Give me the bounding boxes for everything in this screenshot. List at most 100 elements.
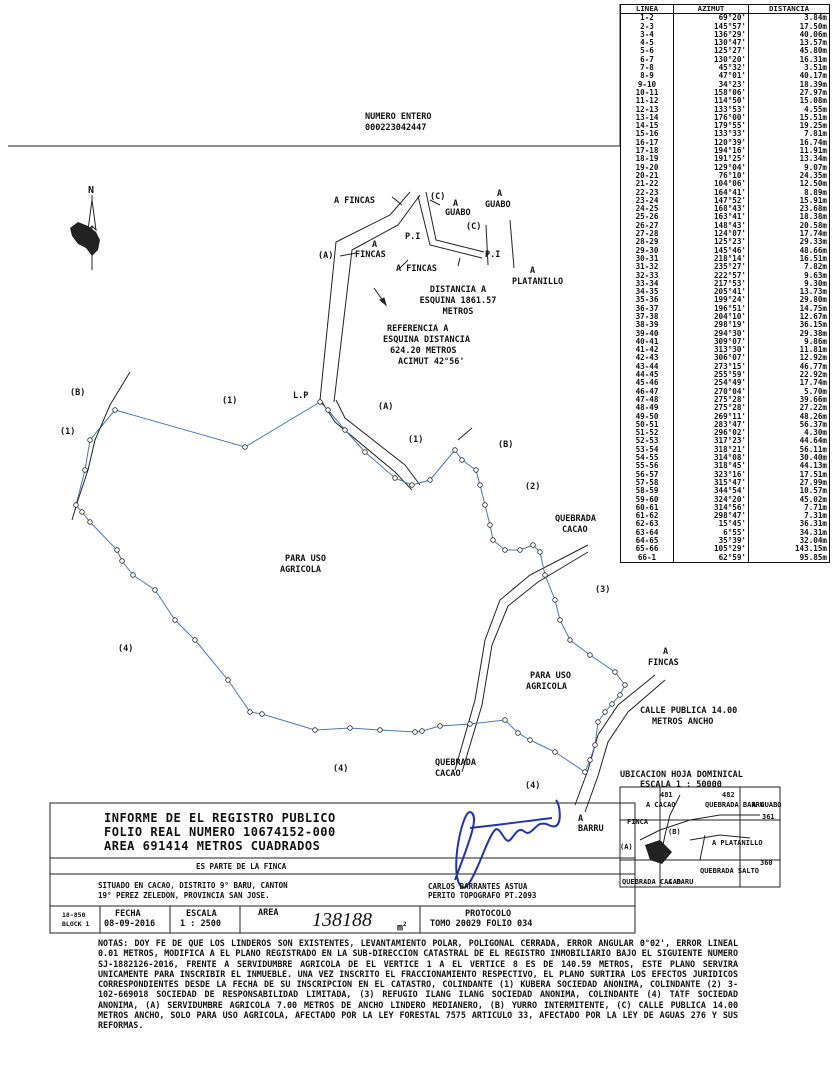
label-a-fincas-top: A FINCAS bbox=[334, 196, 375, 206]
cell-distancia: 15.91m bbox=[748, 196, 830, 206]
vertex-marker bbox=[130, 572, 136, 578]
cell-distancia: 7.31m bbox=[748, 511, 830, 521]
vertex-marker bbox=[617, 692, 623, 698]
protocolo-value: TOMO 20029 FOLIO 034 bbox=[430, 919, 533, 929]
label-guabo-1: GUABO bbox=[445, 208, 471, 218]
label-c-top: (C) bbox=[430, 192, 446, 202]
vertex-marker bbox=[192, 637, 198, 643]
cell-distancia: 45.80m bbox=[748, 47, 830, 56]
vertex-marker bbox=[567, 637, 573, 643]
cell-distancia: 12.92m bbox=[748, 354, 830, 363]
vertex-marker bbox=[87, 519, 93, 525]
vertex-marker bbox=[73, 502, 79, 508]
cell-distancia: 7.81m bbox=[748, 130, 830, 139]
inset-platanillo: A PLATANILLO bbox=[712, 839, 763, 847]
title-line-1: INFORME DE EL REGISTRO PUBLICO bbox=[104, 811, 336, 825]
label-fincas-4: FINCAS bbox=[648, 658, 679, 668]
cell-distancia: 48.26m bbox=[748, 412, 830, 421]
escala-value: 1 : 2500 bbox=[180, 919, 221, 929]
cell-distancia: 36.31m bbox=[748, 520, 830, 529]
label-colindante-1b: (1) bbox=[60, 427, 76, 437]
notes-paragraph: NOTAS: DOY FE DE QUE LOS LINDEROS SON EX… bbox=[98, 938, 738, 1031]
label-a-fincas-3: A FINCAS bbox=[396, 264, 437, 274]
vertex-marker bbox=[247, 709, 253, 715]
cell-distancia: 16.74m bbox=[748, 138, 830, 148]
cell-distancia: 44.13m bbox=[748, 462, 830, 471]
label-uso-1: PARA USO bbox=[285, 554, 326, 564]
inset-grid-360: 360 bbox=[760, 859, 773, 867]
inset-a: (A) bbox=[620, 843, 633, 851]
cell-distancia: 44.64m bbox=[748, 437, 830, 446]
cell-distancia: 9.63m bbox=[748, 271, 830, 280]
cell-distancia: 27.22m bbox=[748, 403, 830, 413]
block-number: BLOCK 1 bbox=[62, 920, 90, 928]
cell-distancia: 23.68m bbox=[748, 204, 830, 214]
inset-grid-361: 361 bbox=[762, 813, 775, 821]
distancia-line-1: DISTANCIA A bbox=[429, 285, 487, 295]
cell-distancia: 40.06m bbox=[748, 30, 830, 40]
vertex-marker bbox=[317, 399, 323, 405]
cell-distancia: 10.57m bbox=[748, 486, 830, 496]
cell-distancia: 13.57m bbox=[748, 38, 830, 48]
label-fincas-2: FINCAS bbox=[355, 250, 386, 260]
cell-distancia: 56.11m bbox=[748, 445, 830, 455]
cell-distancia: 3.84m bbox=[748, 14, 830, 23]
cell-distancia: 39.66m bbox=[748, 395, 830, 405]
label-colindante-2: (2) bbox=[525, 482, 541, 492]
label-guabo-2: GUABO bbox=[485, 200, 511, 210]
cell-distancia: 24.35m bbox=[748, 171, 830, 181]
numero-entero-value: 000223042447 bbox=[365, 123, 427, 133]
cell-linea: 66-1 bbox=[620, 553, 674, 563]
label-b-right: (B) bbox=[498, 440, 514, 450]
cell-distancia: 17.74m bbox=[748, 379, 830, 388]
cell-distancia: 3.51m bbox=[748, 63, 830, 73]
fecha-value: 08-09-2016 bbox=[104, 919, 156, 929]
block-code: 18-850 bbox=[62, 911, 86, 919]
cell-distancia: 17.74m bbox=[748, 229, 830, 239]
vertex-marker bbox=[427, 477, 433, 483]
label-pi-2: P.I bbox=[485, 250, 501, 260]
cell-distancia: 4.30m bbox=[748, 428, 830, 438]
cell-distancia: 20.58m bbox=[748, 221, 830, 231]
vertex-marker bbox=[452, 447, 458, 453]
cell-distancia: 45.02m bbox=[748, 495, 830, 504]
vertex-marker bbox=[502, 717, 508, 723]
cell-distancia: 16.51m bbox=[748, 254, 830, 264]
cell-distancia: 27.97m bbox=[748, 88, 830, 98]
vertex-marker bbox=[342, 427, 348, 433]
vertex-marker bbox=[595, 719, 601, 725]
cell-distancia: 56.37m bbox=[748, 420, 830, 430]
country-silhouette-icon bbox=[70, 222, 100, 256]
vertex-marker bbox=[587, 757, 593, 763]
vertex-marker bbox=[515, 730, 521, 736]
vertex-marker bbox=[225, 677, 231, 683]
vertex-marker bbox=[473, 467, 479, 473]
area-value: 138188 bbox=[312, 909, 372, 931]
label-colindante-3: (3) bbox=[595, 585, 611, 595]
vertex-marker bbox=[347, 725, 353, 731]
label-platanillo: PLATANILLO bbox=[512, 277, 564, 287]
distancia-line-3: METROS bbox=[442, 307, 474, 317]
cell-azimut: 62°59' bbox=[673, 553, 749, 563]
